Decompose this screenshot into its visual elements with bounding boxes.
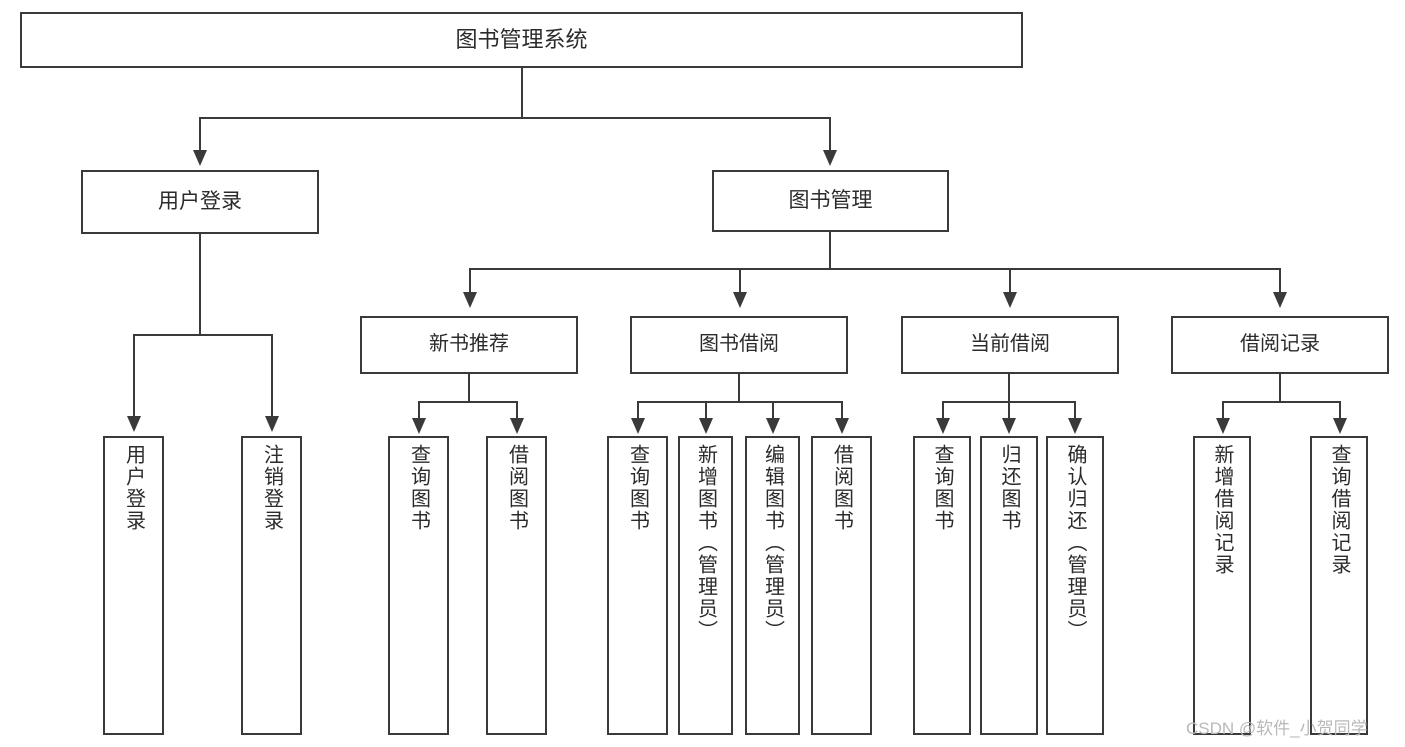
node-label: 用户登录 — [122, 444, 145, 532]
node-user-login[interactable]: 用户登录 — [81, 170, 319, 234]
connector-borrow-stem — [738, 374, 740, 403]
leaf-confirm-return-admin[interactable]: 确认归还（管理员） — [1046, 436, 1104, 735]
connector-record-drop-2 — [1339, 401, 1341, 419]
leaf-borrow-book-borrow[interactable]: 借阅图书 — [811, 436, 872, 735]
leaf-borrow-book-recommend[interactable]: 借阅图书 — [486, 436, 547, 735]
connector-userlogin-rail — [133, 334, 273, 336]
connector-current-drop-3 — [1074, 401, 1076, 419]
connector-record-rail — [1222, 401, 1341, 403]
node-label: 当前借阅 — [970, 333, 1050, 356]
arrowhead-borrow-record — [1273, 292, 1287, 308]
arrowhead-leaf-add-record — [1216, 418, 1230, 434]
connector-bookmgmt-drop-2 — [739, 268, 741, 294]
leaf-user-login[interactable]: 用户登录 — [103, 436, 164, 735]
connector-bookmgmt-rail — [469, 268, 1281, 270]
arrowhead-leaf-query-book-3 — [936, 418, 950, 434]
connector-recommend-stem — [468, 374, 470, 403]
connector-root-stem — [521, 68, 523, 118]
connector-userlogin-drop-2 — [271, 334, 273, 418]
connector-record-stem — [1279, 374, 1281, 403]
node-label: 新增借阅记录 — [1211, 444, 1233, 576]
connector-borrow-drop-2 — [705, 401, 707, 419]
leaf-edit-book-admin[interactable]: 编辑图书（管理员） — [745, 436, 800, 735]
arrowhead-leaf-edit-book — [766, 418, 780, 434]
leaf-query-book-recommend[interactable]: 查询图书 — [388, 436, 449, 735]
node-label: 借阅图书 — [830, 444, 853, 532]
node-label: 图书管理 — [788, 188, 873, 212]
csdn-watermark: CSDN @软件_小贺同学 — [1186, 719, 1368, 738]
arrowhead-book-manage — [823, 150, 837, 166]
arrowhead-leaf-query-book-2 — [631, 418, 645, 434]
node-label: 查询借阅记录 — [1328, 444, 1350, 576]
node-label: 查询图书 — [407, 444, 430, 532]
arrowhead-new-book-recommend — [463, 292, 477, 308]
connector-record-drop-1 — [1222, 401, 1224, 419]
arrowhead-book-borrow — [733, 292, 747, 308]
arrowhead-leaf-borrow-book-1 — [510, 418, 524, 434]
connector-recommend-drop-2 — [516, 401, 518, 419]
node-label: 图书管理系统 — [455, 27, 588, 53]
arrowhead-leaf-return-book — [1002, 418, 1016, 434]
node-label: 用户登录 — [158, 189, 242, 213]
connector-root-drop-left — [199, 117, 201, 152]
connector-userlogin-stem — [199, 234, 201, 336]
arrowhead-leaf-query-record — [1333, 418, 1347, 434]
arrowhead-leaf-add-book — [699, 418, 713, 434]
arrowhead-leaf-confirm-return — [1068, 418, 1082, 434]
leaf-query-book-borrow[interactable]: 查询图书 — [607, 436, 668, 735]
node-borrow-record[interactable]: 借阅记录 — [1171, 316, 1389, 374]
connector-recommend-rail — [418, 401, 518, 403]
connector-root-drop-right — [829, 117, 831, 152]
connector-bookmgmt-drop-1 — [469, 268, 471, 294]
connector-current-drop-1 — [942, 401, 944, 419]
node-label: 归还图书 — [998, 444, 1020, 532]
node-label: 借阅图书 — [505, 444, 528, 532]
leaf-add-book-admin[interactable]: 新增图书（管理员） — [678, 436, 733, 735]
connector-root-rail — [199, 117, 831, 119]
connector-current-drop-2 — [1008, 401, 1010, 419]
node-current-borrow[interactable]: 当前借阅 — [901, 316, 1119, 374]
leaf-query-book-current[interactable]: 查询图书 — [913, 436, 971, 735]
node-book-management[interactable]: 图书管理 — [712, 170, 949, 232]
leaf-query-borrow-record[interactable]: 查询借阅记录 — [1310, 436, 1368, 735]
connector-bookmgmt-drop-4 — [1279, 268, 1281, 294]
connector-userlogin-drop-1 — [133, 334, 135, 418]
node-root-system[interactable]: 图书管理系统 — [20, 12, 1023, 68]
node-label: 确认归还（管理员） — [1064, 444, 1086, 642]
arrowhead-leaf-logout — [265, 416, 279, 432]
node-label: 编辑图书（管理员） — [761, 444, 784, 642]
node-book-borrow[interactable]: 图书借阅 — [630, 316, 848, 374]
arrowhead-current-borrow — [1003, 292, 1017, 308]
node-new-book-recommend[interactable]: 新书推荐 — [360, 316, 578, 374]
leaf-add-borrow-record[interactable]: 新增借阅记录 — [1193, 436, 1251, 735]
node-label: 查询图书 — [931, 444, 953, 532]
connector-current-stem — [1008, 374, 1010, 403]
connector-borrow-rail — [637, 401, 843, 403]
connector-borrow-drop-4 — [841, 401, 843, 419]
node-label: 借阅记录 — [1240, 333, 1320, 356]
connector-borrow-drop-1 — [637, 401, 639, 419]
arrowhead-user-login — [193, 150, 207, 166]
leaf-return-book[interactable]: 归还图书 — [980, 436, 1038, 735]
node-label: 新书推荐 — [429, 333, 509, 356]
connector-recommend-drop-1 — [418, 401, 420, 419]
node-label: 图书借阅 — [699, 333, 779, 356]
connector-bookmgmt-drop-3 — [1009, 268, 1011, 294]
connector-bookmgmt-stem — [829, 232, 831, 270]
arrowhead-leaf-user-login — [127, 416, 141, 432]
node-label: 新增图书（管理员） — [694, 444, 717, 642]
connector-borrow-drop-3 — [772, 401, 774, 419]
arrowhead-leaf-borrow-book-2 — [835, 418, 849, 434]
node-label: 注销登录 — [260, 444, 283, 532]
arrowhead-leaf-query-book-1 — [412, 418, 426, 434]
node-label: 查询图书 — [626, 444, 649, 532]
leaf-logout[interactable]: 注销登录 — [241, 436, 302, 735]
